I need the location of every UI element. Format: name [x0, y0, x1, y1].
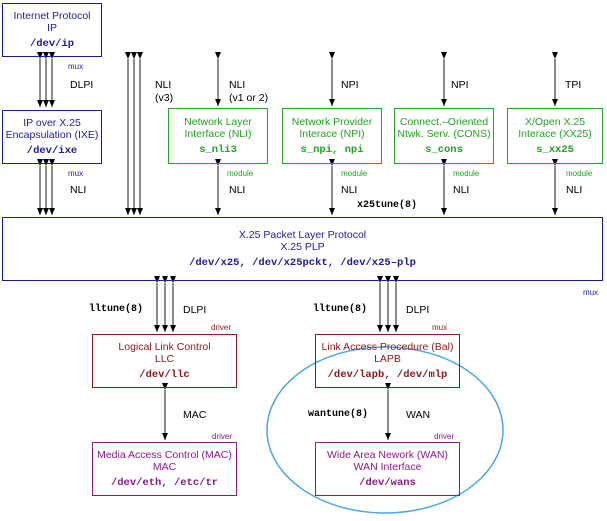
label-tpi: TPI — [565, 79, 582, 91]
label-nli-below-cons: NLI — [453, 184, 470, 196]
label-nli-v12-a: NLI — [229, 79, 246, 91]
label-lltune-left: lltune(8) — [89, 304, 144, 315]
nli-device: s_nli3 — [199, 144, 237, 156]
lapb-title: Link Access Procedure (Bal) — [321, 341, 454, 353]
mac-box: Media Access Control (MAC) MAC /dev/eth,… — [92, 442, 237, 496]
llc-tag: driver — [211, 323, 232, 332]
nli-subtitle: Interface (NLI) — [184, 128, 252, 140]
plp-box: X.25 Packet Layer Protocol X.25 PLP /dev… — [2, 217, 603, 281]
ixe-device: /dev/ixe — [26, 145, 78, 157]
xx25-box: X/Open X.25 Interace (XX25) s_xx25 — [507, 108, 603, 164]
mac-device: /dev/eth, /etc/tr — [110, 477, 219, 489]
label-mac: MAC — [183, 409, 207, 421]
label-nli-below-npi: NLI — [341, 184, 358, 196]
label-nli-v3-a: NLI — [155, 79, 172, 91]
label-wantune: wantune(8) — [308, 409, 369, 420]
label-nli-ixe: NLI — [70, 184, 87, 196]
wan-device: /dev/wans — [359, 477, 416, 489]
ixe-title: IP over X.25 — [23, 117, 81, 129]
label-dlpi-left: DLPI — [183, 304, 207, 316]
ip-tag: mux — [68, 62, 84, 71]
ip-box: Internet Protocol IP /dev/ip — [2, 3, 102, 57]
label-nli-below-xx25: NLI — [566, 184, 583, 196]
xx25-device: s_xx25 — [536, 144, 574, 156]
plp-device: /dev/x25, /dev/x25pckt, /dev/x25–plp — [189, 257, 416, 269]
llc-subtitle: LLC — [154, 353, 175, 365]
ip-subtitle: IP — [47, 22, 57, 34]
llc-device: /dev/llc — [139, 369, 190, 381]
label-npi-cons: NPI — [451, 79, 469, 91]
label-nli-below-nli: NLI — [229, 184, 246, 196]
cons-title: Connect.–Oriented — [399, 116, 489, 128]
cons-box: Connect.–Oriented Ntwk. Serv. (CONS) s_c… — [394, 108, 494, 164]
ip-device: /dev/ip — [29, 38, 75, 50]
mac-subtitle: MAC — [152, 461, 177, 473]
wan-title: Wide Area Nework (WAN) — [327, 449, 448, 461]
ixe-subtitle: Encapsulation (IXE) — [5, 129, 99, 141]
lapb-device: /dev/lapb, /dev/mlp — [327, 369, 448, 381]
ip-title: Internet Protocol — [13, 10, 91, 22]
label-npi-top: NPI — [341, 79, 359, 91]
wan-highlight-ellipse — [266, 346, 504, 514]
mac-tag: driver — [212, 432, 233, 441]
plp-subtitle: X.25 PLP — [280, 241, 325, 253]
wan-box: Wide Area Nework (WAN) WAN Interface /de… — [315, 442, 460, 496]
npi-box: Network Provider Interace (NPI) s_npi, n… — [282, 108, 382, 164]
label-dlpi-right: DLPI — [406, 304, 430, 316]
lapb-tag: mux — [432, 323, 448, 332]
lapb-box: Link Access Procedure (Bal) LAPB /dev/la… — [315, 334, 460, 388]
label-nli-v12-b: (v1 or 2) — [229, 92, 269, 104]
ixe-box: IP over X.25 Encapsulation (IXE) /dev/ix… — [2, 110, 102, 164]
ixe-tag: mux — [68, 169, 84, 178]
wan-subtitle: WAN Interface — [353, 461, 422, 473]
nli-tag: module — [227, 169, 254, 178]
mac-title: Media Access Control (MAC) — [97, 449, 232, 461]
nli-title: Network Layer — [184, 116, 252, 128]
label-wan: WAN — [406, 409, 431, 421]
lapb-subtitle: LAPB — [374, 353, 401, 365]
label-lltune-right: lltune(8) — [313, 304, 368, 315]
cons-tag: module — [453, 169, 480, 178]
plp-tag: mux — [583, 288, 599, 297]
wan-tag: driver — [434, 432, 455, 441]
label-nli-v3-b: (v3) — [155, 92, 174, 104]
label-x25tune: x25tune(8) — [357, 200, 418, 211]
npi-device: s_npi, npi — [300, 144, 364, 156]
xx25-title: X/Open X.25 — [524, 116, 586, 128]
npi-subtitle: Interace (NPI) — [299, 128, 365, 140]
llc-box: Logical Link Control LLC /dev/llc — [92, 334, 237, 388]
xx25-tag: module — [566, 169, 593, 178]
label-dlpi-top: DLPI — [70, 79, 94, 91]
npi-tag: module — [341, 169, 368, 178]
cons-subtitle: Ntwk. Serv. (CONS) — [397, 128, 491, 140]
plp-title: X.25 Packet Layer Protocol — [238, 229, 367, 241]
llc-title: Logical Link Control — [118, 341, 211, 353]
cons-device: s_cons — [425, 144, 463, 156]
npi-title: Network Provider — [291, 116, 373, 128]
nli-box: Network Layer Interface (NLI) s_nli3 — [168, 108, 268, 164]
xx25-subtitle: Interace (XX25) — [518, 128, 592, 140]
